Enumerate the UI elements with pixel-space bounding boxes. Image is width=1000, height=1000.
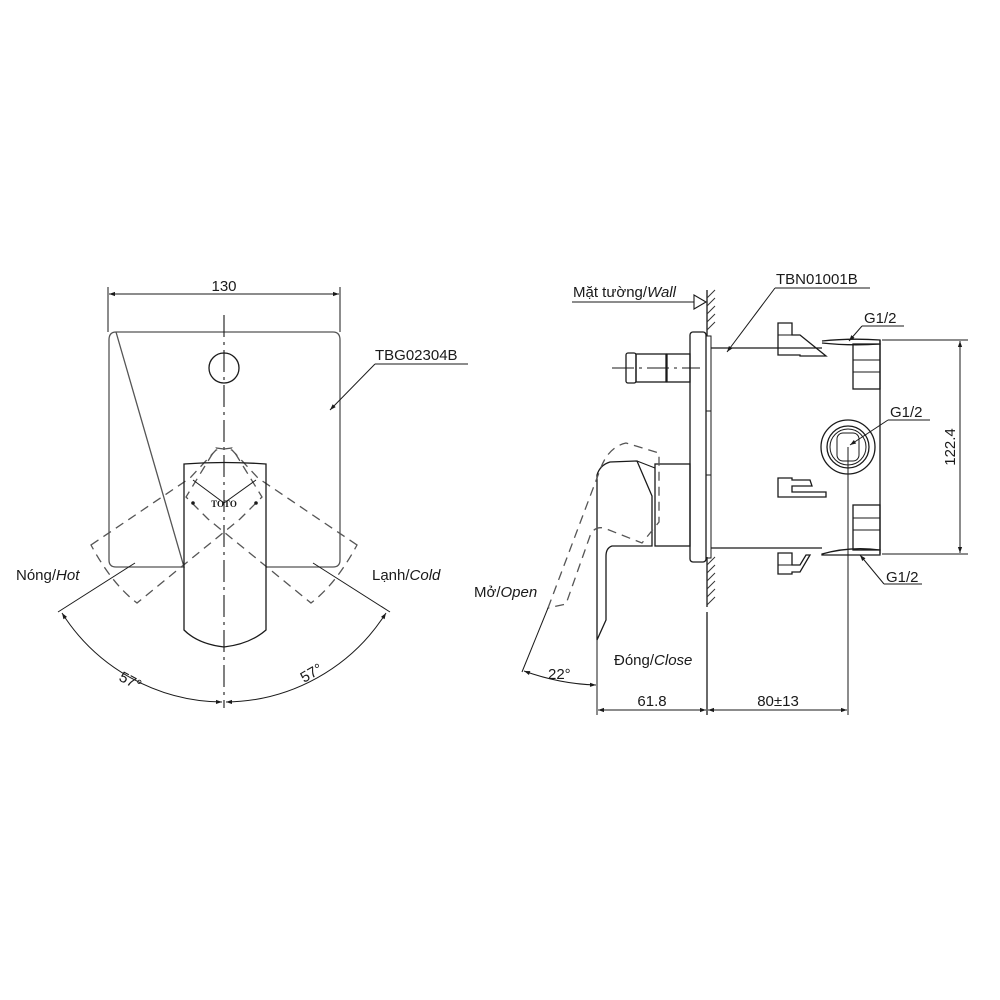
body-depth-dimension: 80±13 <box>757 693 799 710</box>
width-dimension: 130 <box>211 278 236 295</box>
open-label: Mở/Open <box>474 584 537 601</box>
height-dimension: 122.4 <box>942 428 959 466</box>
port-bottom-leader: G1/2 <box>859 554 922 586</box>
port-top-leader: G1/2 <box>848 310 904 342</box>
height-dimension-line: 122.4 <box>882 339 968 555</box>
handle-side-closed <box>596 460 691 641</box>
port-middle-leader: G1/2 <box>849 404 930 446</box>
cover-plate-leader: TBG02304B <box>329 347 468 411</box>
cover-plate-model: TBG02304B <box>375 347 458 364</box>
front-view: 130 TBG02304B TOTO <box>16 278 468 708</box>
close-label: Đóng/Close <box>614 652 692 669</box>
side-view: Mặt tường/Wall <box>474 271 968 715</box>
brand-mark: TOTO <box>211 499 237 509</box>
handle-depth-dimension: 61.8 <box>637 693 666 710</box>
hot-angle: 57° <box>116 669 144 695</box>
wall-label: Mặt tường/Wall <box>573 284 677 301</box>
cover-plate <box>108 331 341 568</box>
handle-side-open <box>546 442 660 609</box>
stop-valve-stub <box>612 352 700 384</box>
valve-body-leader: TBN01001B <box>726 271 870 353</box>
wall-marker: Mặt tường/Wall <box>572 284 708 310</box>
valve-body <box>711 322 881 715</box>
width-dimension-line: 130 <box>107 278 341 332</box>
valve-body-model: TBN01001B <box>776 271 858 288</box>
escutcheon-plate <box>689 331 707 563</box>
port-bottom-label: G1/2 <box>886 569 919 586</box>
port-top-label: G1/2 <box>864 310 897 327</box>
cold-label: Lạnh/Cold <box>372 567 441 584</box>
cold-angle: 57° <box>298 660 326 686</box>
handle-hidden-positions <box>90 447 358 604</box>
port-middle-label: G1/2 <box>890 404 923 421</box>
depth-dimensions: 61.8 80±13 <box>598 693 847 713</box>
hot-label: Nóng/Hot <box>16 567 80 584</box>
open-angle: 22° <box>548 666 571 683</box>
wall-surface <box>706 289 716 715</box>
